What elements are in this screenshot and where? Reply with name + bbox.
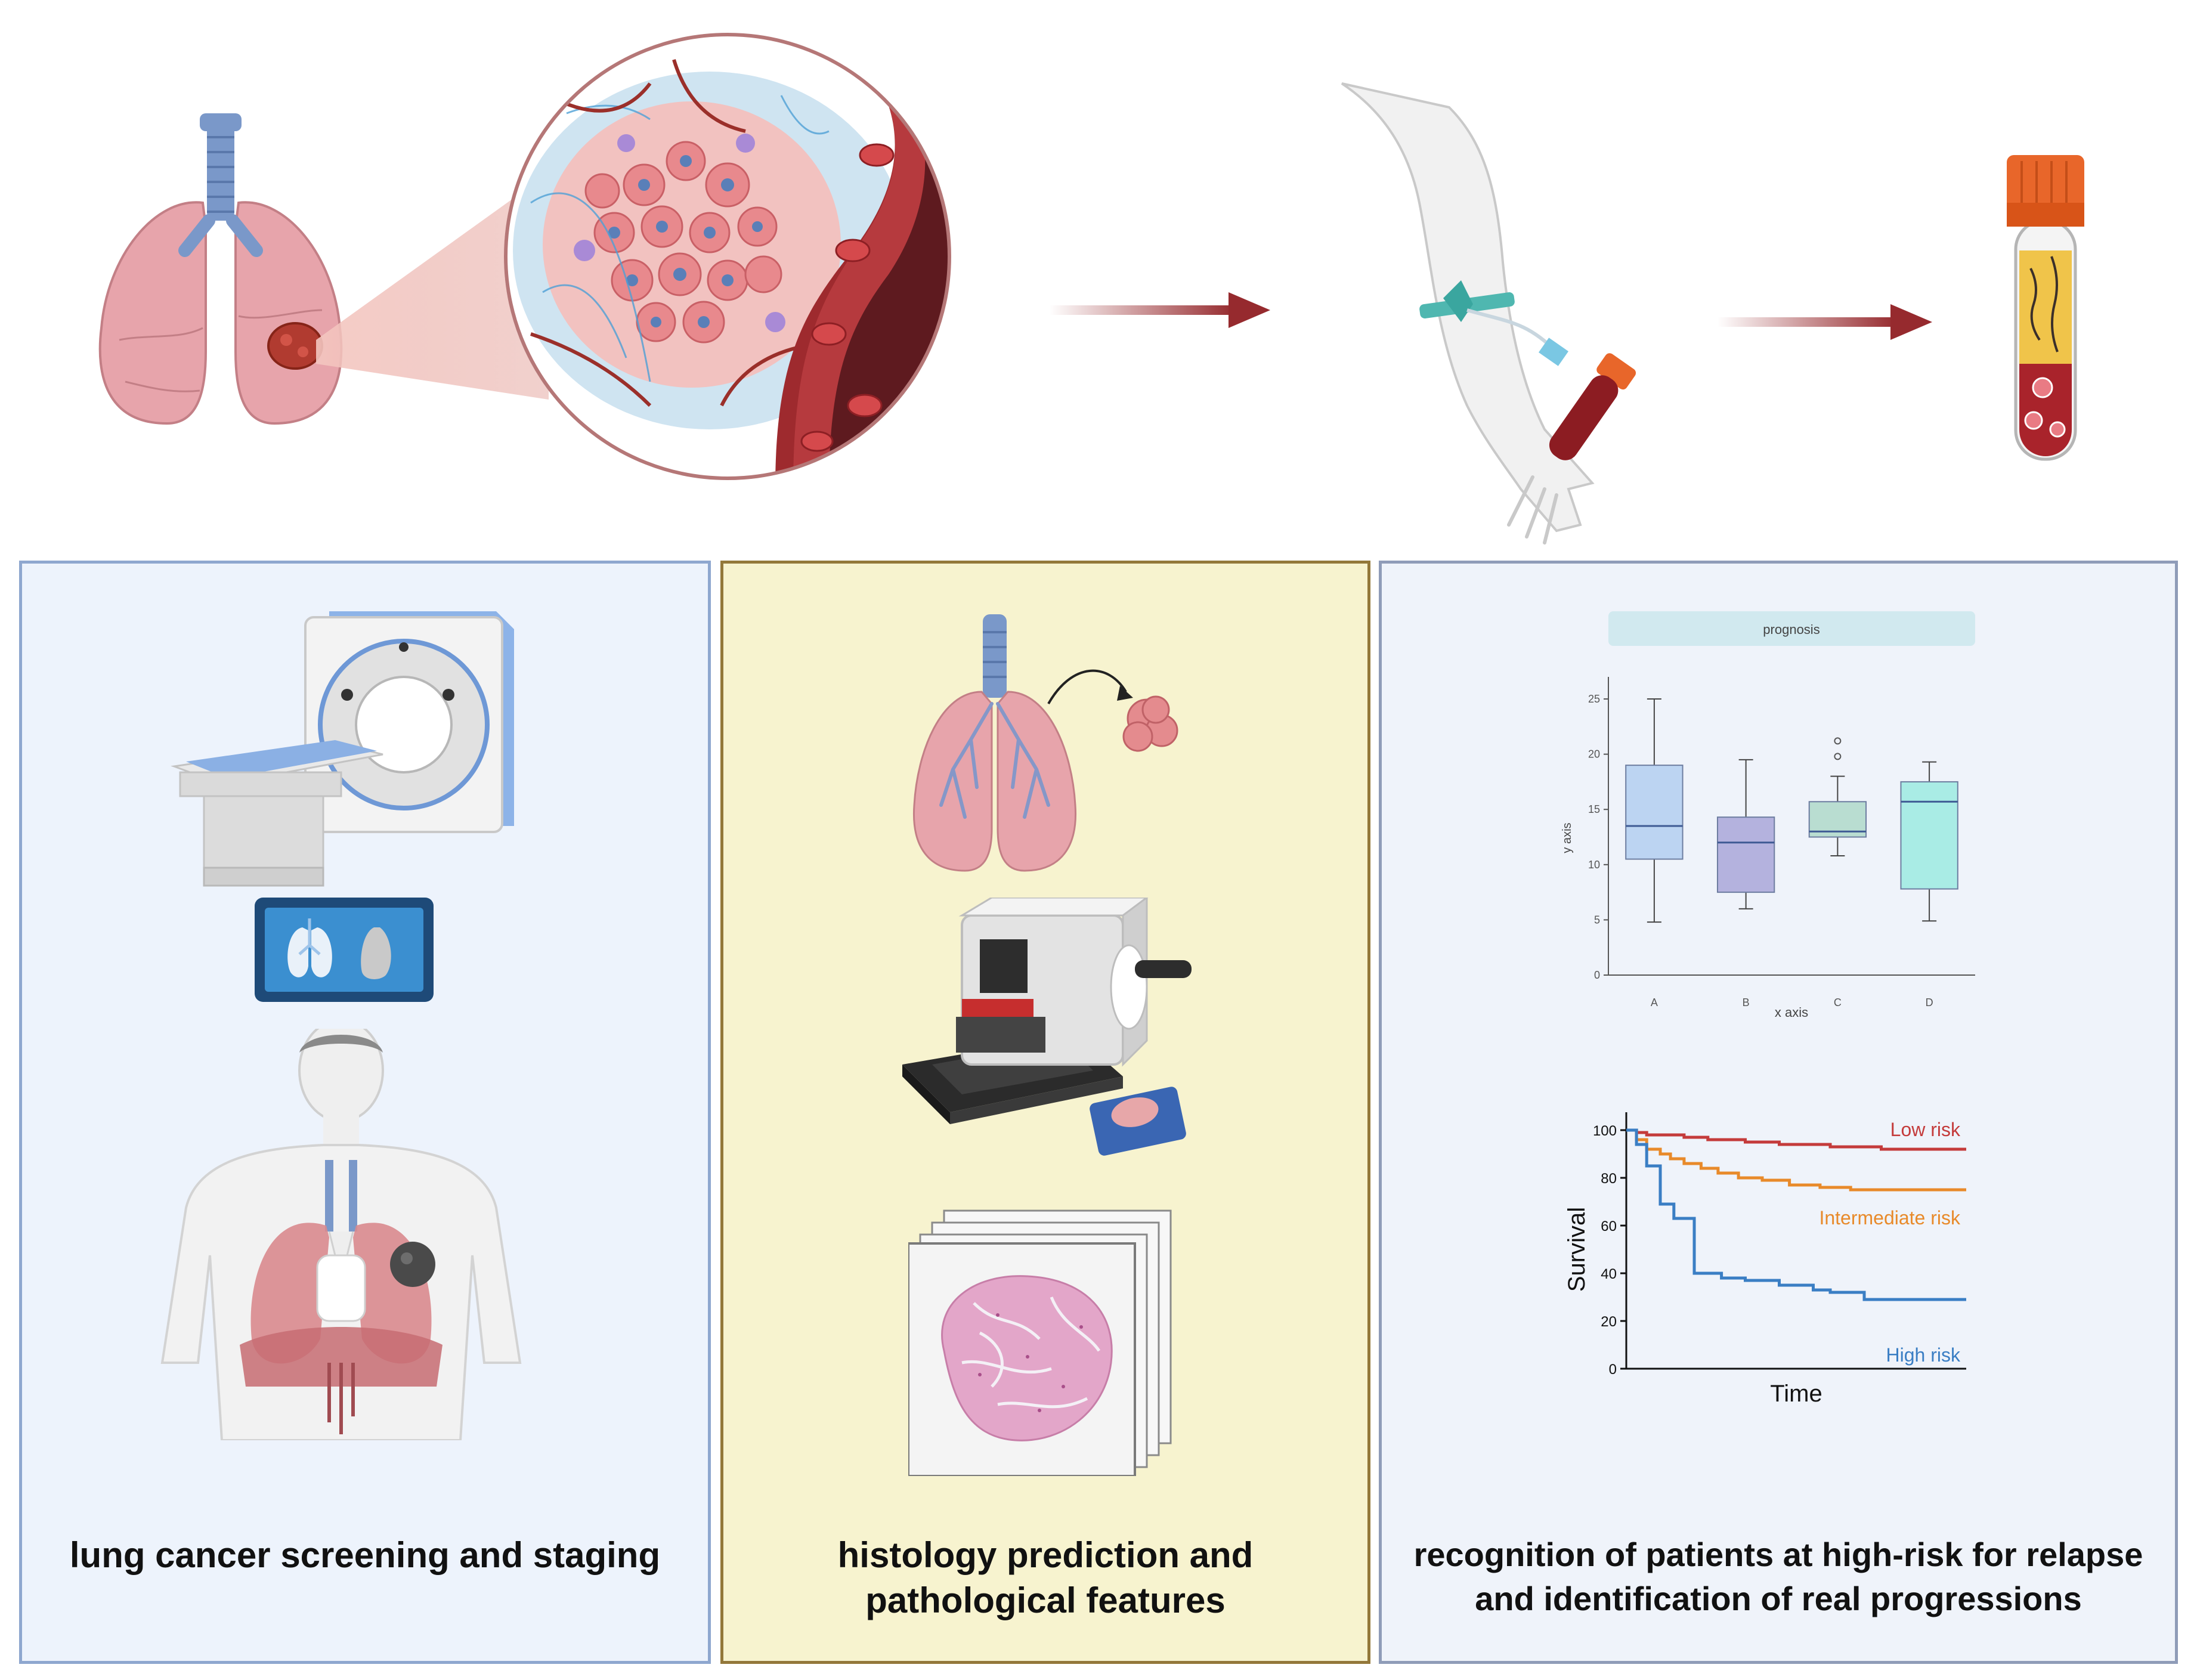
caption-line: pathological features: [865, 1580, 1226, 1620]
survival-line-low-risk: [1626, 1128, 1966, 1151]
box-c: [1808, 737, 1867, 856]
y-tick-label: 10: [1588, 859, 1600, 871]
arrow-right-icon: [1718, 304, 1932, 340]
zoom-cone: [316, 173, 549, 400]
lungs-nodule-excision-illustration: [912, 614, 1178, 872]
high-risk-label: High risk: [1886, 1344, 1961, 1366]
y-tick-label: 0: [1609, 1362, 1617, 1378]
y-tick-label: 40: [1601, 1266, 1617, 1282]
outlier-point: [1834, 753, 1842, 760]
box-body: [1716, 816, 1775, 893]
caption-line: recognition of patients at high-risk for…: [1413, 1536, 2143, 1573]
x-axis-label: Time: [1770, 1381, 1822, 1407]
box-b: [1716, 759, 1775, 909]
x-tick-label: A: [1651, 997, 1658, 1008]
blood-tube-illustration: [2007, 155, 2084, 461]
low-risk-label: Low risk: [1890, 1119, 1961, 1140]
box-body: [1900, 781, 1958, 890]
y-tick-label: 25: [1588, 693, 1600, 705]
panel-caption: histology prediction and pathological fe…: [723, 1533, 1367, 1623]
outlier-point: [1834, 737, 1842, 745]
patient-torso-illustration: [160, 1029, 522, 1440]
survival-line-high-risk: [1626, 1128, 1966, 1301]
box-d: [1900, 761, 1958, 922]
panel-caption: recognition of patients at high-risk for…: [1382, 1533, 2175, 1621]
prognosis-boxplot: prognosis 0 5 10 15 20 25 A B C D y axis x axis: [1561, 611, 1975, 1020]
monitor-lung-scan-icon: [255, 898, 434, 1002]
histology-slide-stack-illustration: [908, 1209, 1172, 1476]
boxplot-title-banner: [1608, 611, 1975, 646]
y-axis-label: Survival: [1564, 1207, 1590, 1292]
x-axis-label: x axis: [1775, 1005, 1808, 1020]
tumor-microenvironment-magnified: [504, 33, 951, 480]
boxplot-title: prognosis: [1763, 622, 1820, 637]
intermediate-risk-label: Intermediate risk: [1819, 1207, 1961, 1229]
y-tick-label: 60: [1601, 1218, 1617, 1235]
box-body: [1625, 765, 1684, 860]
ct-scanner-illustration: [171, 611, 514, 887]
panel-histology: histology prediction and pathological fe…: [720, 561, 1370, 1664]
x-tick-label: C: [1834, 997, 1842, 1008]
y-tick-label: 20: [1601, 1314, 1617, 1330]
y-tick-label: 20: [1588, 748, 1600, 760]
y-tick-label: 80: [1601, 1171, 1617, 1187]
y-tick-label: 0: [1594, 969, 1600, 981]
arrow-right-icon: [1050, 292, 1270, 328]
caption-line: histology prediction and: [837, 1535, 1254, 1575]
y-axis-label: y axis: [1561, 822, 1574, 853]
lungs-with-tumor-illustration: [98, 113, 343, 425]
y-tick-label: 5: [1594, 914, 1600, 926]
microtome-illustration: [902, 898, 1192, 1156]
panel-caption: lung cancer screening and staging: [69, 1535, 661, 1575]
y-tick-label: 100: [1593, 1123, 1617, 1139]
caption-line: and identification of real progressions: [1475, 1580, 2082, 1617]
x-tick-label: D: [1926, 997, 1933, 1008]
arm-blood-draw-illustration: [1341, 82, 1636, 544]
panel-screening-staging: lung cancer screening and staging: [19, 561, 711, 1664]
x-tick-label: B: [1743, 997, 1750, 1008]
survival-curve-chart: 0 20 40 60 80 100 Survival Time Low risk Inte…: [1564, 1112, 1966, 1407]
survival-line-intermediate-risk: [1626, 1128, 1966, 1192]
box-a: [1625, 698, 1684, 923]
y-tick-label: 15: [1588, 803, 1600, 815]
